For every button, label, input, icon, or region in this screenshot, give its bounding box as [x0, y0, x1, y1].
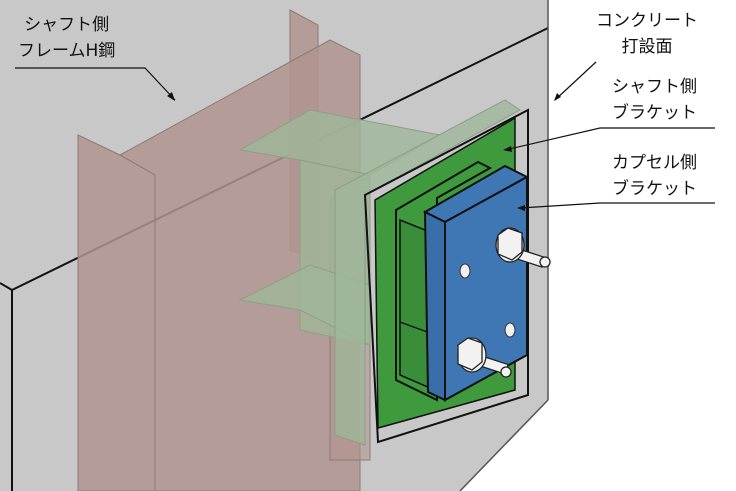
label-shaft-frame: シャフト側 フレームH鋼: [18, 12, 115, 64]
stiffener-plates: [238, 99, 521, 446]
label-line: 打設面: [621, 37, 673, 57]
label-line: シャフト側: [612, 77, 697, 97]
bolt-lower: [457, 337, 512, 378]
label-line: ブラケット: [612, 103, 697, 123]
label-line: ブラケット: [612, 179, 697, 199]
bolt-hole: [459, 263, 471, 279]
label-capsule-bracket: カプセル側 ブラケット: [612, 150, 697, 202]
label-shaft-bracket: シャフト側 ブラケット: [612, 74, 697, 126]
label-concrete: コンクリート 打設面: [596, 8, 698, 60]
bolt-upper: [495, 227, 551, 268]
label-line: シャフト側: [24, 15, 110, 35]
recess-line: [399, 321, 431, 334]
leader-lines: [15, 61, 715, 209]
concrete-edge: [459, 399, 549, 491]
label-line: カプセル側: [612, 153, 697, 173]
bolt-hole: [504, 322, 516, 338]
label-line: フレームH鋼: [18, 41, 116, 61]
label-line: コンクリート: [596, 11, 698, 31]
shaft-bracket-outline: [363, 108, 529, 444]
capsule-bracket-side: [423, 210, 446, 402]
arrowheads: [167, 92, 561, 211]
